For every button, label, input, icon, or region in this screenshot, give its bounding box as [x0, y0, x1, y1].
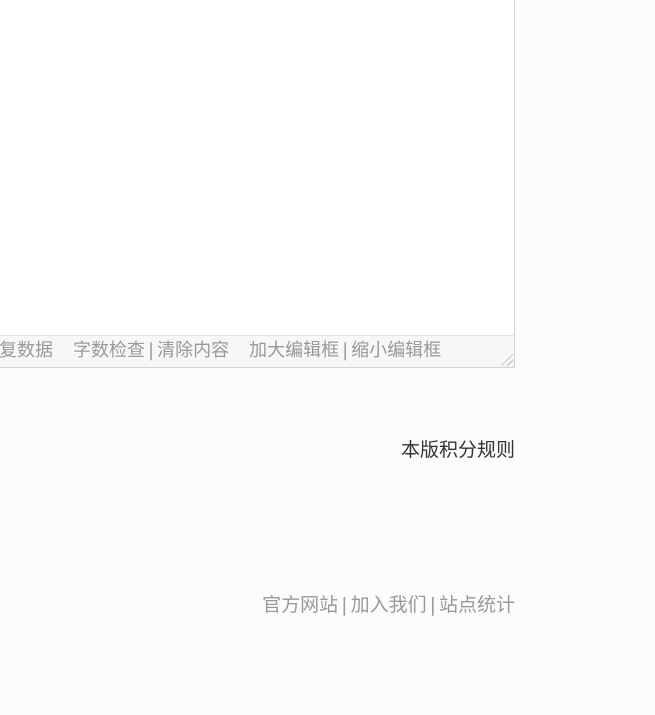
clear-content-link[interactable]: 清除内容: [157, 340, 230, 361]
shrink-editor-link[interactable]: 缩小编辑框: [351, 340, 442, 361]
separator: |: [342, 340, 349, 361]
separator: |: [148, 340, 155, 361]
resize-handle-icon[interactable]: [499, 352, 513, 366]
footer-link-official-site[interactable]: 官方网站: [262, 594, 339, 616]
word-count-check-link[interactable]: 字数检查: [73, 340, 145, 361]
enlarge-editor-link[interactable]: 加大编辑框: [249, 340, 340, 361]
separator: |: [341, 594, 348, 616]
footer-link-site-stats[interactable]: 站点统计: [438, 594, 515, 616]
footer-links: 官方网站|加入我们|站点统计: [262, 590, 515, 617]
footer-link-join-us[interactable]: 加入我们: [350, 594, 427, 616]
restore-data-link[interactable]: 恢复数据: [0, 340, 53, 361]
forum-points-rules-link[interactable]: 本版积分规则: [400, 439, 515, 461]
separator: |: [429, 594, 436, 616]
